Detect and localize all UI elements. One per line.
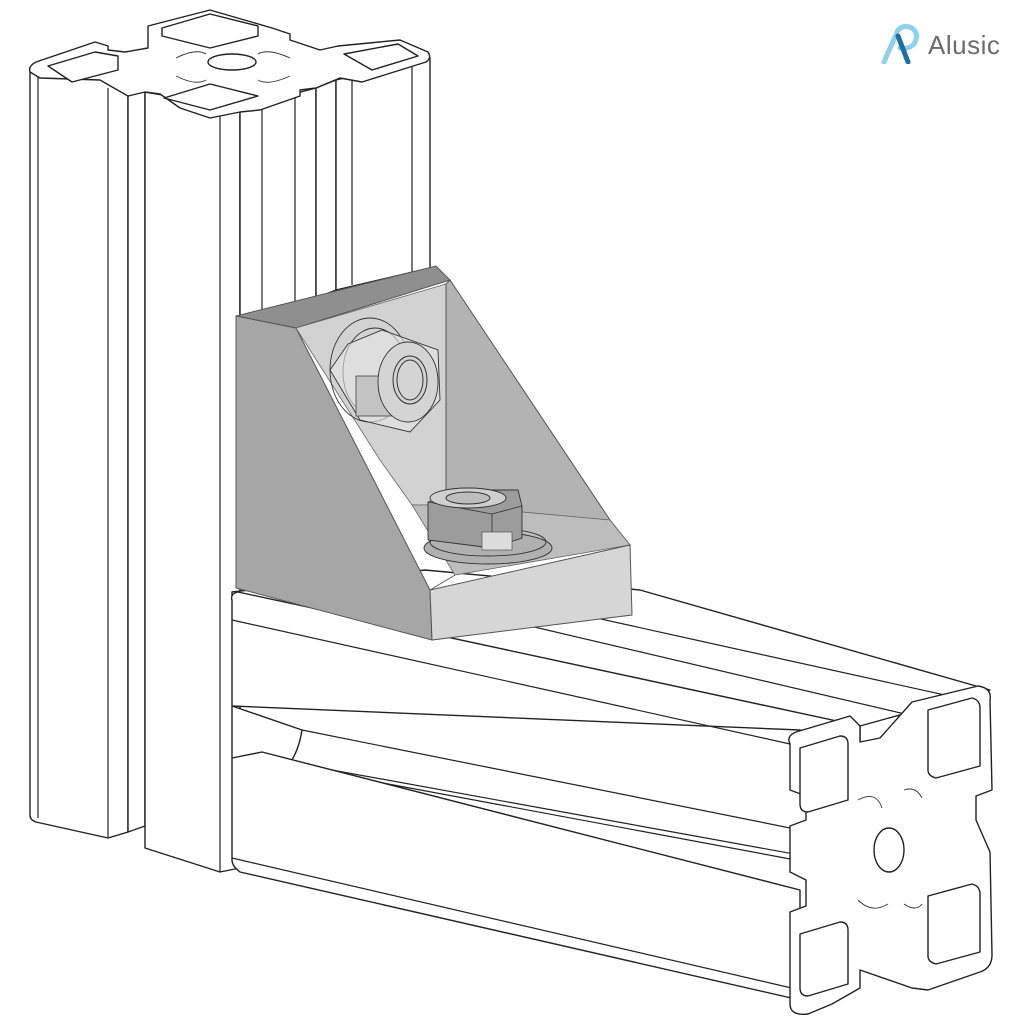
base-bolt: [423, 487, 553, 565]
horizontal-profile: [230, 569, 993, 1015]
brand-name: Alusic: [928, 30, 1001, 60]
brand-logo: Alusic: [878, 22, 1000, 69]
vertical-profile: [28, 9, 431, 873]
wall-bolt: [329, 317, 441, 433]
stylized-A-icon: [878, 22, 922, 69]
corner-bracket: [235, 265, 633, 641]
